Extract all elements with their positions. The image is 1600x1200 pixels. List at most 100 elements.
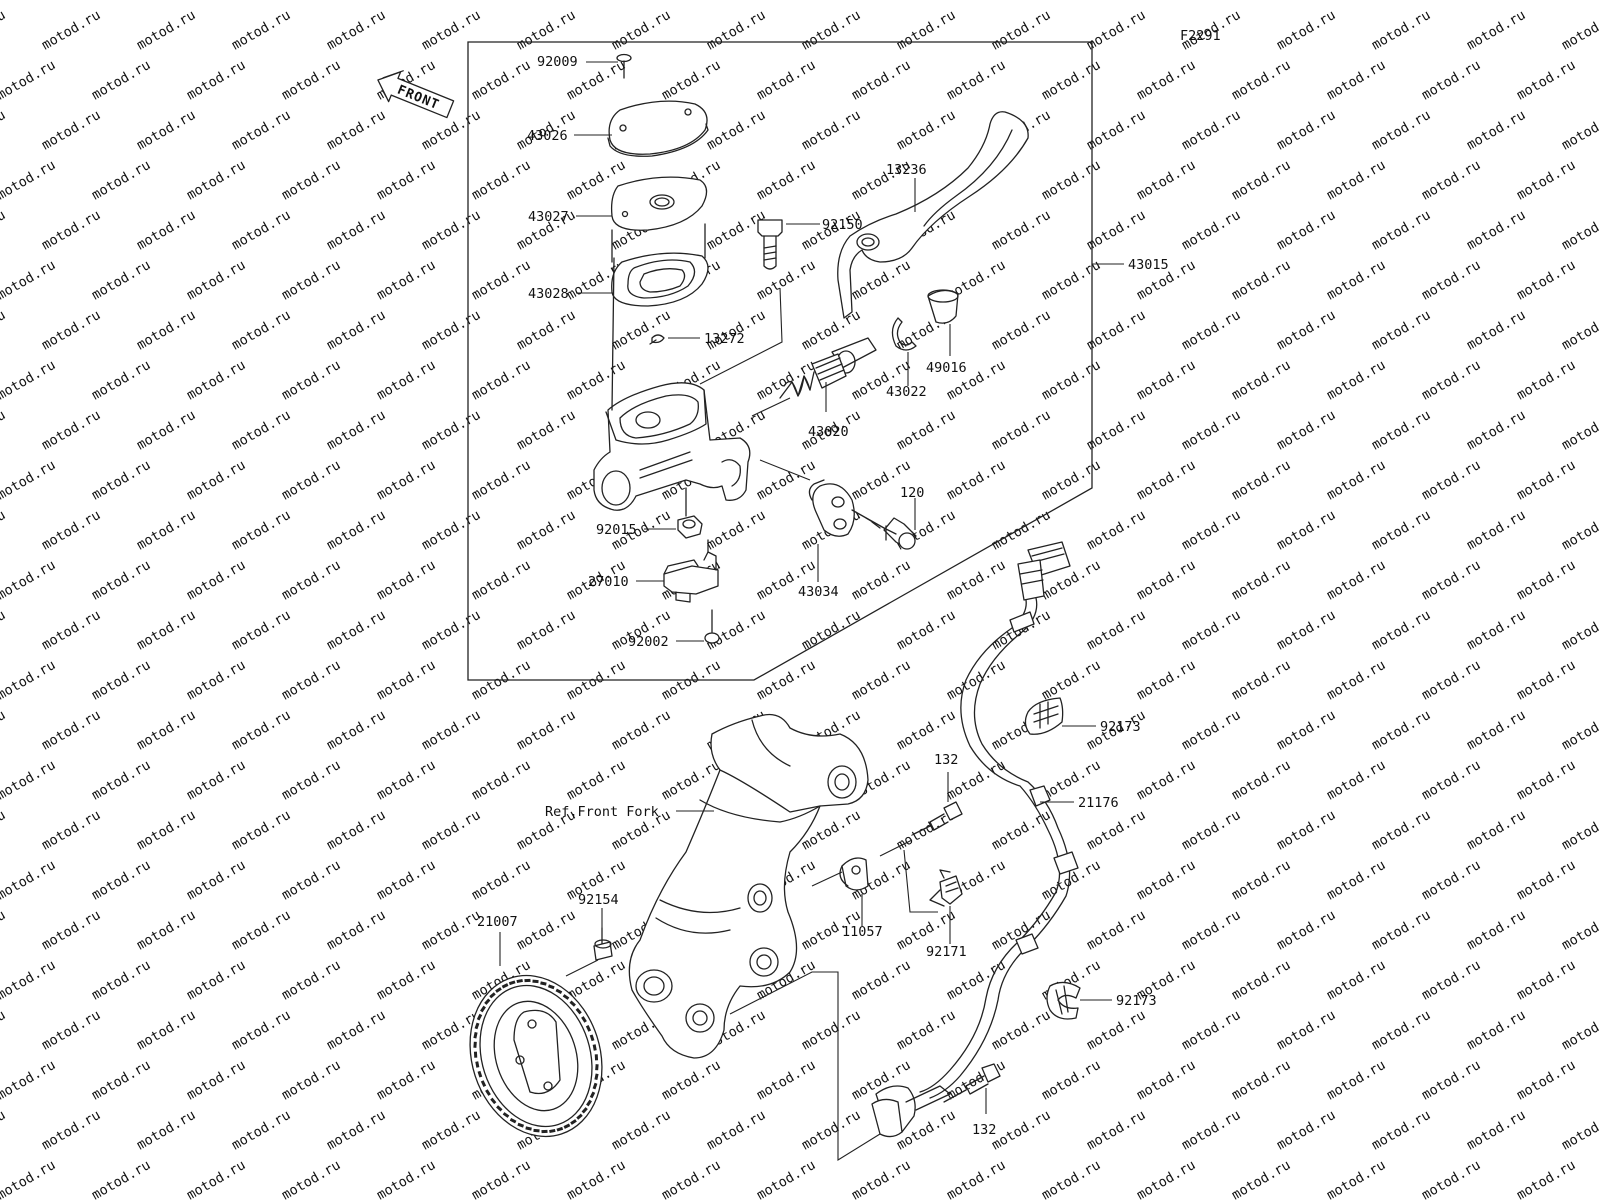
abs-ring-tooth [496, 1105, 503, 1112]
watermark-text: motod.ru [0, 1107, 8, 1153]
abs-ring-tooth [556, 1126, 564, 1132]
watermark-text: motod.ru [1514, 1057, 1578, 1103]
watermark-text: motod.ru [1514, 557, 1578, 603]
watermark-text: motod.ru [1514, 257, 1578, 303]
watermark-text: motod.ru [1274, 307, 1338, 353]
watermark-text: motod.ru [279, 257, 343, 303]
watermark-text: motod.ru [0, 157, 58, 203]
watermark-text: motod.ru [514, 507, 578, 553]
watermark-text: motod.ru [0, 607, 8, 653]
abs-ring-tooth [585, 1025, 592, 1032]
watermark-text: motod.ru [374, 657, 438, 703]
watermark-text: motod.ru [564, 0, 628, 3]
watermark-text: motod.ru [1464, 607, 1528, 653]
watermark-text: motod.ru [229, 1007, 293, 1053]
watermark-text: motod.ru [1369, 807, 1433, 853]
abs-ring-tooth [589, 1034, 595, 1042]
watermark-text: motod.ru [849, 57, 913, 103]
watermark-text: motod.ru [1464, 907, 1528, 953]
callout-43034: 43034 [798, 584, 839, 600]
watermark-text: motod.ru [1084, 407, 1148, 453]
watermark-text: motod.ru [419, 307, 483, 353]
watermark-text: motod.ru [1514, 757, 1578, 803]
watermark-text: motod.ru [39, 207, 103, 253]
watermark-text: motod.ru [229, 207, 293, 253]
callout-13272: 13272 [704, 331, 745, 347]
watermark-text: motod.ru [419, 107, 483, 153]
abs-ring-tooth [563, 1123, 571, 1129]
watermark-text: motod.ru [0, 57, 58, 103]
watermark-text: motod.ru [1084, 307, 1148, 353]
screw-92002 [704, 609, 720, 644]
watermark-text: motod.ru [1274, 407, 1338, 453]
callout-43022: 43022 [886, 384, 927, 400]
watermark-text: motod.ru [1369, 107, 1433, 153]
abs-ring-tooth [555, 988, 563, 994]
watermark-text: motod.ru [1134, 757, 1198, 803]
watermark-text: motod.ru [1039, 0, 1103, 3]
watermark-text: motod.ru [419, 507, 483, 553]
watermark-text: motod.ru [1514, 157, 1578, 203]
callout-92015: 92015 [596, 522, 637, 538]
watermark-text: motod.ru [1369, 507, 1433, 553]
watermark-text: motod.ru [229, 107, 293, 153]
watermark-text: motod.ru [1464, 1007, 1528, 1053]
abs-ring-tooth [489, 992, 496, 999]
watermark-text: motod.ru [469, 1157, 533, 1200]
watermark-text: motod.ru [1134, 857, 1198, 903]
watermark-text: motod.ru [1274, 507, 1338, 553]
watermark-text: motod.ru [134, 607, 198, 653]
watermark-text: motod.ru [1324, 1057, 1388, 1103]
abs-ring-tooth [474, 1022, 480, 1030]
watermark-text: motod.ru [1134, 557, 1198, 603]
watermark-text: motod.ru [1274, 607, 1338, 653]
watermark-text: motod.ru [1274, 907, 1338, 953]
watermark-text: motod.ru [469, 257, 533, 303]
watermark-text: motod.ru [0, 757, 58, 803]
watermark-text: motod.ru [374, 257, 438, 303]
clamp-92173-bottom [1046, 981, 1081, 1020]
watermark-text: motod.ru [229, 407, 293, 453]
watermark-text: motod.ru [134, 7, 198, 53]
watermark-text: motod.ru [1084, 1107, 1148, 1153]
watermark-text: motod.ru [799, 107, 863, 153]
watermark-text: motod.ru [1134, 1057, 1198, 1103]
watermark-text: motod.ru [1084, 907, 1148, 953]
watermark-text: motod.ru [89, 357, 153, 403]
watermark-text: motod.ru [324, 307, 388, 353]
abs-ring-tooth [525, 1126, 532, 1131]
watermark-text: motod.ru [279, 857, 343, 903]
watermark-text: motod.ru [1179, 1007, 1243, 1053]
circlip-43022 [891, 317, 917, 351]
watermark-text: motod.ru [1179, 307, 1243, 353]
watermark-text: motod.ru [754, 57, 818, 103]
abs-ring-tooth [575, 1007, 582, 1015]
abs-ring-tooth [532, 979, 539, 984]
watermark-text: motod.ru [1559, 7, 1600, 53]
watermark-text: motod.ru [1324, 357, 1388, 403]
watermark-text: motod.ru [374, 357, 438, 403]
abs-sensor-ring-21007 [469, 974, 603, 1138]
watermark-text: motod.ru [944, 1157, 1008, 1200]
callout-43027: 43027 [528, 209, 569, 225]
watermark-text: motod.ru [1134, 0, 1198, 3]
callout-92171: 92171 [926, 944, 967, 960]
watermark-text: motod.ru [1039, 1157, 1103, 1200]
watermark-text: motod.ru [184, 757, 248, 803]
watermark-text: motod.ru [894, 7, 958, 53]
callout-92150: 92150 [822, 217, 863, 233]
watermark-text: motod.ru [324, 507, 388, 553]
watermark-text: motod.ru [1179, 407, 1243, 453]
watermark-text: motod.ru [1559, 107, 1600, 153]
watermark-text: motod.ru [564, 1157, 628, 1200]
watermark-text: motod.ru [324, 1107, 388, 1153]
watermark-text: motod.ru [324, 407, 388, 453]
watermark-text: motod.ru [1229, 857, 1293, 903]
reservoir-cap-43026 [607, 100, 709, 157]
watermark-text: motod.ru [89, 857, 153, 903]
watermark-text: motod.ru [1369, 607, 1433, 653]
watermark-text: motod.ru [1274, 807, 1338, 853]
watermark-text: motod.ru [609, 707, 673, 753]
watermark-text: motod.ru [849, 257, 913, 303]
watermark-text: motod.ru [324, 907, 388, 953]
